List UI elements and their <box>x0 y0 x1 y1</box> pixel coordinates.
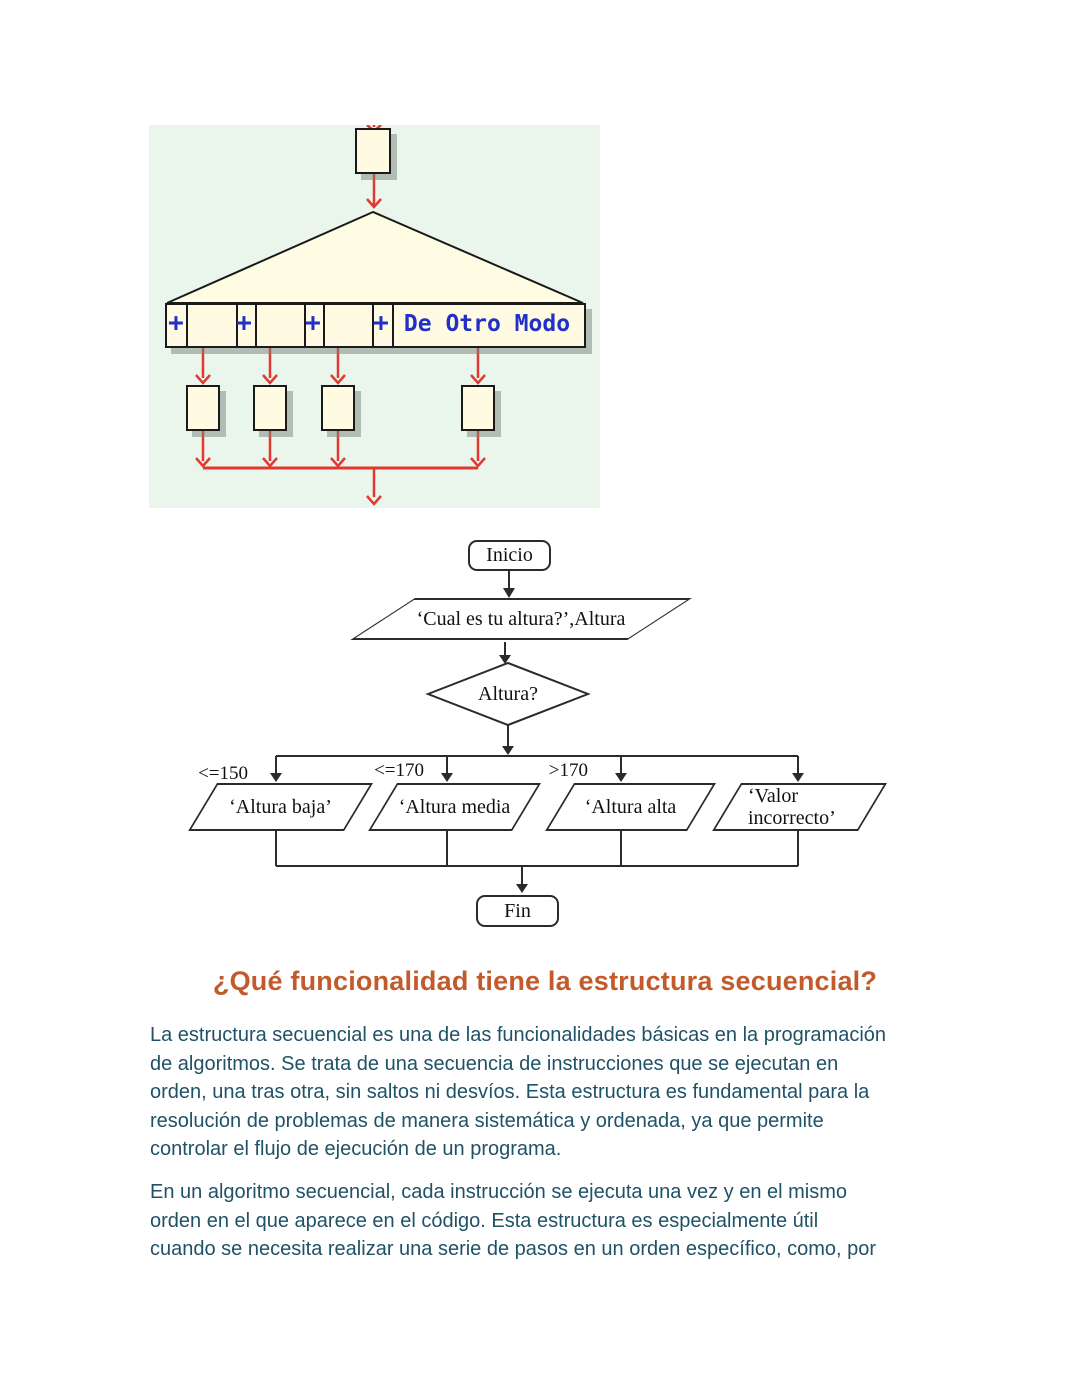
branch-label-le150: <=150 <box>198 763 248 784</box>
output-label-alta: ‘Altura alta <box>584 795 677 818</box>
case-plus-sign: + <box>373 308 389 338</box>
start-label: Inicio <box>486 544 533 566</box>
article-paragraph-1: La estructura secuencial es una de las f… <box>150 1024 887 1161</box>
case-plus-sign: + <box>236 308 252 338</box>
process-box-branch-1 <box>186 385 220 431</box>
altura-flowchart: Inicio ‘Cual es tu altura?’,Altura Altur… <box>0 530 1080 940</box>
selector-triangle <box>166 210 584 304</box>
start-terminator: Inicio <box>468 540 551 571</box>
case-plus-sign: + <box>168 308 184 338</box>
cell-divider <box>392 305 394 346</box>
cell-divider <box>372 305 374 346</box>
flow-arrowheads <box>270 588 804 893</box>
article-heading: ¿Qué funcionalidad tiene la estructura s… <box>212 966 878 996</box>
red-flow-lines <box>195 125 486 506</box>
output-label-incorrecto: ‘Valor incorrecto’ <box>748 785 836 829</box>
cell-divider <box>323 305 325 346</box>
branch-label-gt170: >170 <box>548 760 588 781</box>
branch-label-le170: <=170 <box>374 760 424 781</box>
input-label: ‘Cual es tu altura?’,Altura <box>416 607 626 630</box>
process-box-branch-3 <box>321 385 355 431</box>
otherwise-label: De Otro Modo <box>403 311 571 337</box>
case-plus-sign: + <box>305 308 321 338</box>
end-label: Fin <box>504 899 531 922</box>
process-box-otherwise <box>461 385 495 431</box>
end-terminator: Fin <box>476 895 559 927</box>
decision-label: Altura? <box>478 683 538 705</box>
case-diagram-connectors <box>166 125 584 506</box>
article-paragraph-2: En un algoritmo secuencial, cada instruc… <box>150 1180 876 1261</box>
cell-divider <box>304 305 306 346</box>
output-label-baja: ‘Altura baja’ <box>229 795 332 818</box>
cell-divider <box>186 305 188 346</box>
article-section: ¿Qué funcionalidad tiene la estructura s… <box>150 966 940 1278</box>
cell-divider <box>255 305 257 346</box>
process-box-entry <box>355 128 391 174</box>
case-structure-diagram: + + + + De Otro Modo <box>149 125 600 508</box>
output-label-media: ‘Altura media <box>398 795 511 818</box>
case-selector-bar: + + + + De Otro Modo <box>165 303 586 348</box>
flowchart-connectors <box>270 571 804 893</box>
cell-divider <box>236 305 238 346</box>
decision-diamond <box>425 661 591 727</box>
process-box-branch-2 <box>253 385 287 431</box>
